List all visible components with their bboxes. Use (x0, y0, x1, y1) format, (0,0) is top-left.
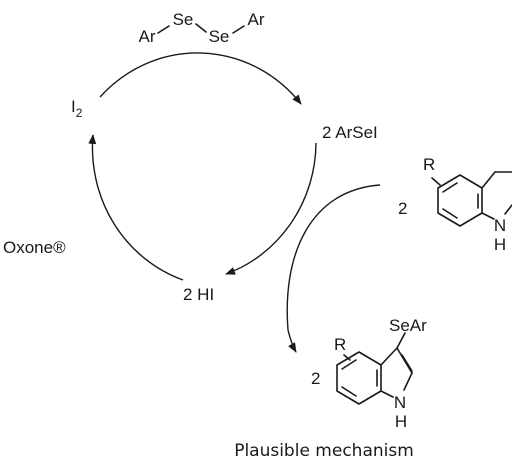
product-double-bond-2 (341, 386, 357, 397)
cycle-arrow-left (88, 134, 184, 281)
indole-c7a-n-bond (481, 212, 495, 220)
indole-addition-arrow (286, 184, 381, 353)
cycle-labels: I2 2 ArSeI Oxone® 2 HI (3, 97, 378, 304)
iodine-label: I2 (71, 97, 83, 120)
bond-se-se (195, 23, 207, 33)
ar-left-label: Ar (139, 27, 156, 46)
ar-right-label: Ar (248, 10, 265, 29)
product-sear-label: SeAr (389, 316, 427, 335)
product-r-label: R (334, 335, 346, 354)
indole-r-bond (431, 177, 441, 186)
product-coefficient: 2 (311, 369, 320, 388)
arsei-label: 2 ArSeI (322, 123, 378, 142)
product-n-label: N (394, 393, 406, 412)
indole-n-c2-bond (504, 204, 512, 215)
se-bottom-label: Se (209, 27, 230, 46)
bond-ar-se (157, 25, 170, 34)
indole-reactant: 2 R N H (398, 155, 512, 254)
diselenide-structure: Ar Se Se Ar (139, 10, 265, 46)
hi-label: 2 HI (183, 285, 214, 304)
caption: Plausible mechanism (234, 441, 414, 461)
product-c7a-n-bond (380, 390, 394, 398)
product-c2-c3-double-bond (401, 354, 413, 372)
product-h-label: H (395, 412, 407, 431)
indole-h-label: H (494, 235, 506, 254)
indole-c3a-c3-bond (481, 171, 496, 189)
se-top-label: Se (173, 10, 194, 29)
indole-benzene-ring (437, 174, 483, 227)
oxone-label: Oxone® (3, 238, 66, 257)
product-c3-se-bond (396, 332, 406, 349)
product-structure: 2 R SeAr N H (311, 316, 427, 431)
product-benzene-ring (336, 351, 382, 405)
catalytic-cycle (88, 52, 317, 281)
product-pyrrole-c3 (380, 347, 413, 374)
product-r-bond (343, 354, 351, 361)
bond-se-ar (232, 25, 245, 34)
indole-n-label: N (494, 216, 506, 235)
indole-r-label: R (423, 155, 435, 174)
product-double-bond-1 (341, 359, 357, 370)
indole-double-bond-2 (442, 208, 458, 219)
product-c2-n-bond (403, 372, 413, 391)
indole-coefficient: 2 (398, 199, 407, 218)
cycle-arrow-top (99, 52, 302, 105)
indole-double-bond-1 (442, 182, 458, 193)
cycle-arrow-right (225, 142, 317, 275)
